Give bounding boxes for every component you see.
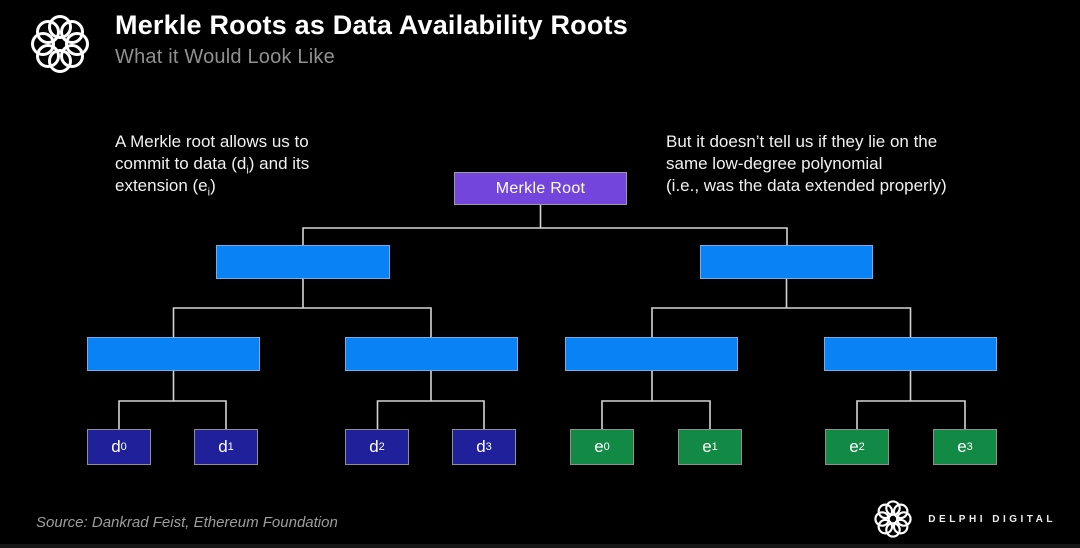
text-line: ) and its: [248, 154, 310, 173]
leaf-label: e: [957, 437, 967, 456]
brand-name: DELPHI DIGITAL: [928, 513, 1056, 525]
text-line: ): [210, 176, 216, 195]
page-title: Merkle Roots as Data Availability Roots: [115, 10, 628, 40]
leaf-label: d: [369, 437, 379, 456]
bottom-edge: [0, 544, 1080, 548]
subscript: i: [246, 164, 249, 177]
text-line: commit to data (d: [115, 154, 247, 173]
leaf-label: e: [594, 437, 604, 456]
text-line: (i.e., was the data extended properly): [666, 176, 947, 195]
hash-node: [216, 245, 390, 279]
text-line: extension (e: [115, 176, 208, 195]
leaf-label: d: [218, 437, 228, 456]
left-annotation: A Merkle root allows us to commit to dat…: [115, 131, 445, 199]
hash-node: [700, 245, 873, 279]
leaf-label: e: [849, 437, 859, 456]
hash-node: [565, 337, 738, 371]
hash-node: [87, 337, 260, 371]
delphi-knot-logo-icon: [31, 15, 89, 73]
right-annotation: But it doesn’t tell us if they lie on th…: [666, 131, 1056, 197]
text-line: same low-degree polynomial: [666, 154, 883, 173]
leaf-label: e: [702, 437, 712, 456]
delphi-knot-logo-small-icon: [874, 500, 912, 538]
page-subtitle: What it Would Look Like: [115, 46, 335, 68]
subscript: i: [207, 186, 211, 199]
leaf-label: d: [476, 437, 486, 456]
text-line: But it doesn’t tell us if they lie on th…: [666, 132, 938, 151]
brand-lockup: DELPHI DIGITAL: [870, 496, 1056, 542]
hash-node: [824, 337, 997, 371]
source-credit: Source: Dankrad Feist, Ethereum Foundati…: [36, 514, 338, 531]
leaf-label: d: [111, 437, 121, 456]
merkle-root-node: Merkle Root: [454, 172, 627, 205]
text-line: A Merkle root allows us to: [115, 132, 309, 151]
hash-node: [345, 337, 518, 371]
